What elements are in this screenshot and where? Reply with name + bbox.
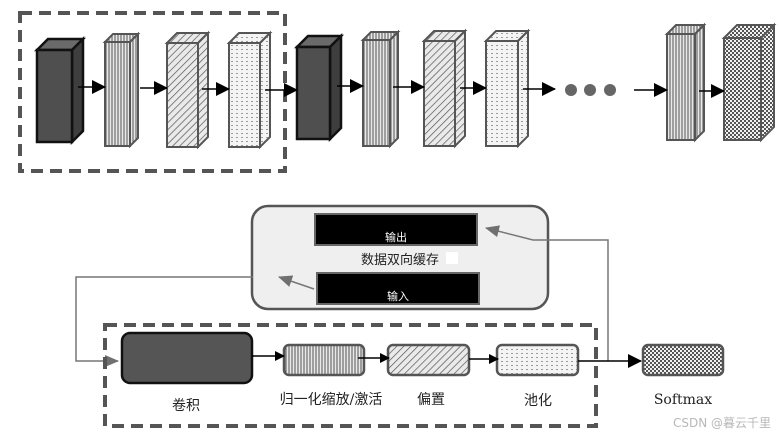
block-softmax	[721, 22, 777, 143]
top-pipeline	[33, 22, 777, 150]
block-front-face	[485, 40, 519, 147]
block-front-face	[723, 37, 762, 141]
block-front-face	[666, 33, 696, 141]
output-buffer	[314, 213, 478, 246]
block-side-face	[760, 22, 775, 143]
block-bias	[164, 30, 211, 150]
block-side-face	[70, 35, 85, 146]
block-side-face	[328, 32, 343, 143]
block-norm	[664, 22, 707, 143]
cache-label: 数据双向缓存	[360, 253, 440, 268]
block-side-face	[389, 29, 399, 149]
block-front-face	[35, 48, 74, 144]
output-buffer-label: 输出	[385, 231, 407, 244]
block-front-face	[423, 40, 456, 147]
block-front-face	[362, 39, 391, 147]
ellipsis-dots	[565, 84, 616, 96]
block-side-face	[694, 22, 705, 143]
stage-bias-box	[386, 343, 471, 377]
block-bias	[421, 28, 468, 149]
block-pool	[226, 30, 273, 150]
block-front-face	[104, 41, 131, 147]
bottom-group-dashed-border	[103, 323, 598, 428]
stage-conv-label: 卷积	[172, 398, 200, 414]
softmax-box	[641, 343, 725, 377]
input-to-conv-line	[75, 276, 253, 367]
block-norm	[360, 29, 401, 149]
input-buffer	[316, 272, 480, 305]
stage-conv-box	[120, 331, 254, 385]
feedback-line-from-input	[278, 275, 315, 290]
stage-bias-label: 偏置	[417, 392, 445, 408]
feedback-line-to-output	[485, 225, 609, 361]
cache-indicator-square	[446, 252, 458, 264]
softmax-label: Softmax	[653, 392, 713, 408]
block-front-face	[295, 45, 332, 141]
watermark: CSDN @暮云千里	[672, 416, 771, 430]
block-norm	[102, 31, 141, 149]
block-pool	[483, 28, 531, 149]
stage-norm-box	[282, 343, 366, 377]
input-buffer-label: 输入	[387, 290, 409, 303]
stage-pool-label: 池化	[524, 393, 552, 409]
stage-norm-label: 归一化缩放/激活	[279, 392, 383, 408]
block-front-face	[166, 42, 199, 148]
block-conv	[33, 35, 87, 146]
block-side-face	[129, 31, 139, 149]
block-front-face	[228, 42, 261, 148]
stage-pool-box	[495, 343, 580, 377]
block-side-face	[197, 30, 209, 150]
block-conv	[293, 32, 345, 143]
